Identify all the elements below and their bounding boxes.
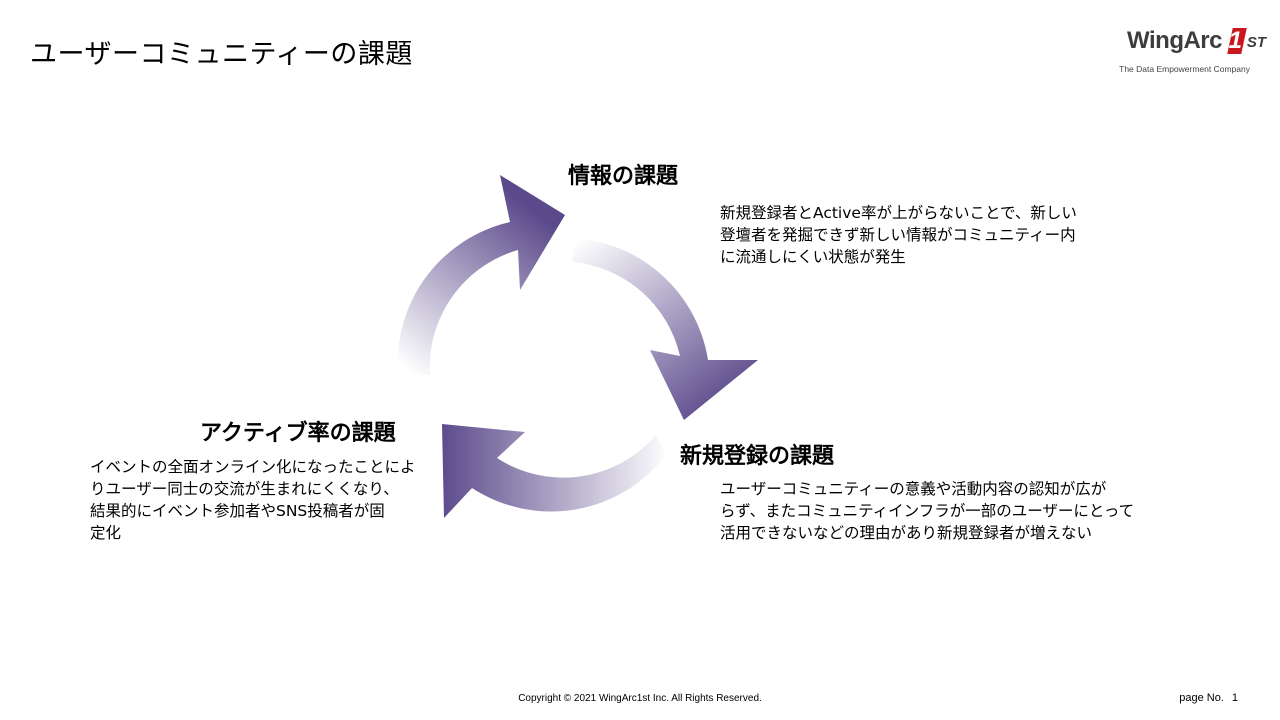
logo-badge-number: 1 <box>1228 27 1242 54</box>
cycle-arrow-left <box>397 175 565 375</box>
wingarc-logo: WingArc 1 ST The Data Empowerment Compan… <box>1110 24 1266 76</box>
stage-heading-active-rate: アクティブ率の課題 <box>200 421 396 446</box>
footer-copyright: Copyright © 2021 WingArc1st Inc. All Rig… <box>518 693 762 704</box>
logo-brand: WingArc <box>1127 27 1222 54</box>
logo-tagline: The Data Empowerment Company <box>1119 64 1250 74</box>
page-number: page No. 1 <box>1179 692 1238 704</box>
stage-text-registration: ユーザーコミュニティーの意義や活動内容の認知が広が らず、またコミュニティインフ… <box>720 480 1135 542</box>
stage-heading-registration: 新規登録の課題 <box>680 444 835 469</box>
stage-heading-information: 情報の課題 <box>568 164 679 189</box>
stage-text-active-rate: イベントの全面オンライン化になったことによ りユーザー同士の交流が生まれにくくな… <box>90 458 416 542</box>
page-number-label: page No. <box>1179 692 1224 704</box>
cycle-arrow-bottom <box>442 424 666 518</box>
stage-text-information: 新規登録者とActive率が上がらないことで、新しい 登壇者を発掘できず新しい情… <box>720 204 1077 266</box>
page-title: ユーザーコミュニティーの課題 <box>30 39 413 70</box>
page-number-value: 1 <box>1231 692 1238 704</box>
cycle-arrow-right <box>573 238 758 420</box>
logo-badge-suffix: ST <box>1246 34 1266 51</box>
